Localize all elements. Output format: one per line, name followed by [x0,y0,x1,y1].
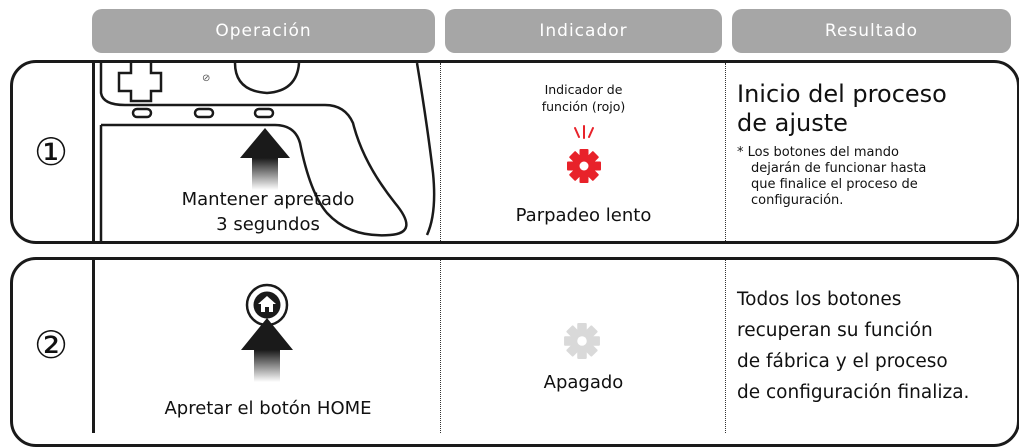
row-2-indicator-state: Apagado [543,372,624,393]
row-2-result-line4: de configuración finaliza. [737,382,970,403]
row-2-operation-caption: Apretar el botón HOME [164,398,372,419]
home-button-icon [245,283,289,327]
arrow-up-icon [240,128,290,190]
row-1-number: ① [33,130,69,174]
row-1-operation-caption: Mantener apretado 3 segundos [98,187,438,237]
row-1-result-note: * Los botones del mando dejarán de funci… [737,145,1017,209]
row-1-indicator-label-line1: Indicador de [544,82,623,97]
header-operation: Operación [92,9,435,53]
row-1-indicator-label-line2: función (rojo) [541,99,626,114]
row-1-result-title: Inicio del proceso de ajuste [737,80,1017,138]
header-result: Resultado [732,9,1011,53]
row-1-operation-caption-line1: Mantener apretado [181,189,355,210]
row-1-indicator-label: Indicador de función (rojo) [445,81,722,115]
row-2-result-line2: recuperan su función [737,320,933,341]
row-2-divider-2 [725,260,726,433]
row-2-number-divider [92,257,95,433]
svg-text:⊘: ⊘ [202,73,210,84]
row-2-result-line1: Todos los botones [737,289,902,310]
row-2-result-line3: de fábrica y el proceso [737,351,948,372]
header-indicator: Indicador [445,9,722,53]
row-1-divider-1 [440,63,441,241]
row-1-operation-caption-line2: 3 segundos [216,214,320,235]
gear-icon [564,323,600,359]
row-1-number-divider [92,60,95,244]
row-1-result-title-line2: de ajuste [737,109,848,137]
row-1-frame [10,60,1019,244]
controller-icon: ⊘ [99,63,436,241]
row-2-result: Todos los botones recuperan su función d… [737,284,1017,408]
row-1-indicator-state: Parpadeo lento [515,205,652,226]
row-1-result-note-line3: que finalice el proceso de [751,177,918,192]
row-1-divider-2 [725,63,726,241]
arrow-up-icon [241,318,293,382]
row-1-result-title-line1: Inicio del proceso [737,80,947,108]
row-1-result-note-line4: configuración. [751,193,844,208]
row-2-divider-1 [440,260,441,433]
row-1-result-note-line2: dejarán de funcionar hasta [751,161,927,176]
gear-icon [567,149,601,183]
row-2-number: ② [33,323,69,367]
row-1-result-note-line1: * Los botones del mando [737,145,899,160]
blink-rays-icon [574,125,594,139]
